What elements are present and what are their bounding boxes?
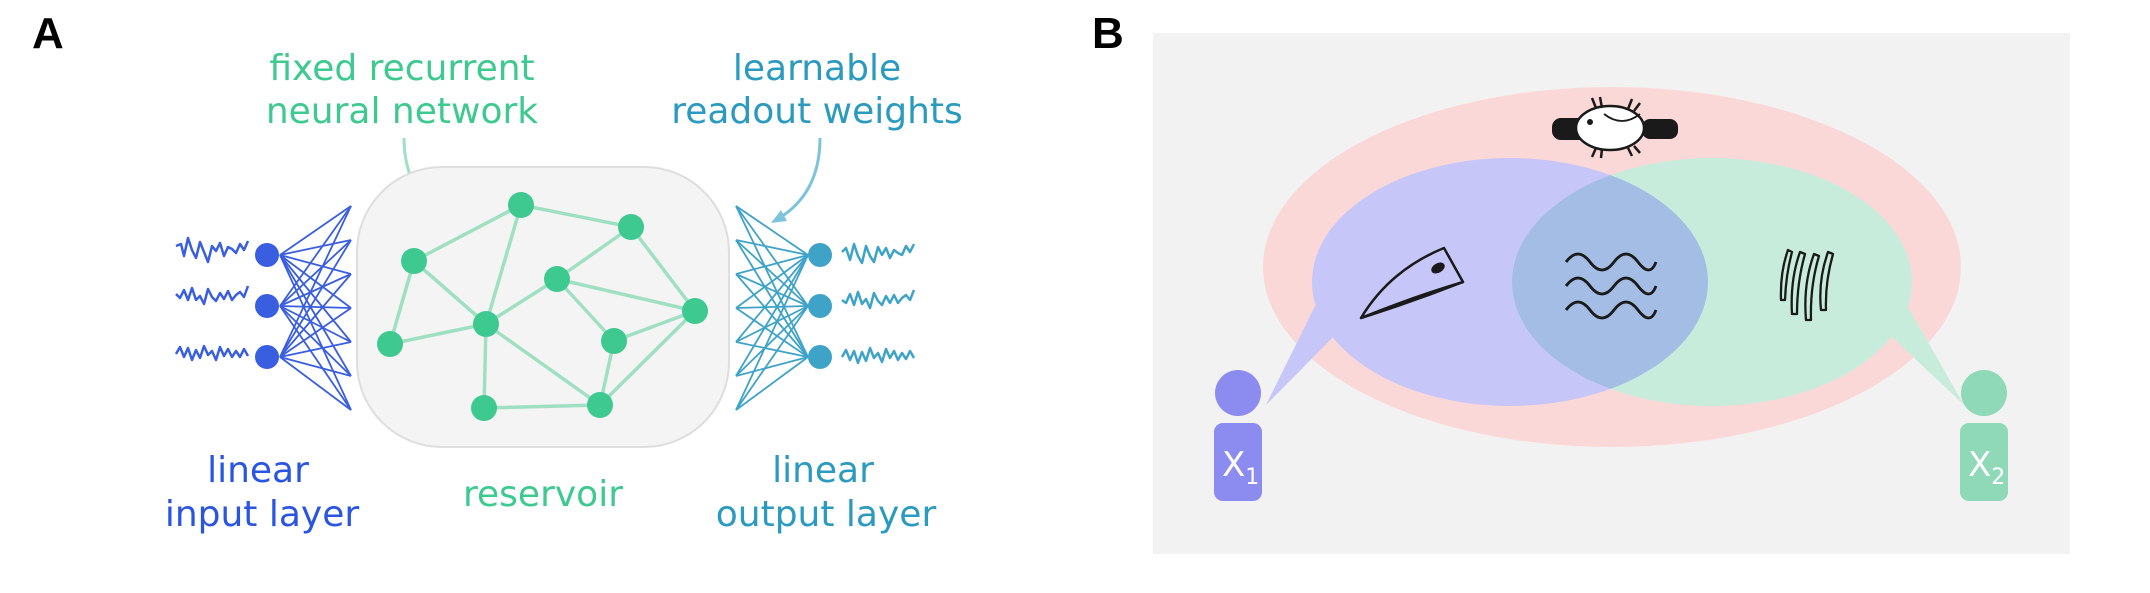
readout-weights <box>735 205 809 411</box>
claws-icon <box>1779 248 1835 322</box>
agent-2: X2 <box>1960 370 2008 501</box>
reservoir-node <box>508 192 534 218</box>
input-node <box>255 243 279 267</box>
input-layer-label-line2: input layer <box>165 494 360 535</box>
agent-1-body <box>1214 423 1262 501</box>
bill-icon <box>1359 246 1465 320</box>
readout-caption-arrowhead <box>771 210 787 223</box>
input-signal-1 <box>175 236 250 264</box>
reservoir-caption-line2: neural network <box>266 91 538 132</box>
readout-caption-line2: readout weights <box>671 91 963 132</box>
platypus-icon <box>1552 96 1678 159</box>
output-signals <box>840 242 916 365</box>
input-nodes <box>255 243 279 369</box>
agent-2-name: X <box>1968 445 1991 485</box>
reservoir-node <box>544 266 570 292</box>
agent-2-head <box>1961 370 2007 416</box>
panel-b-letter: B <box>1092 9 1124 58</box>
agent-1-head <box>1215 370 1261 416</box>
reservoir-node <box>473 311 499 337</box>
reservoir-caption-line1: fixed recurrent <box>269 48 534 89</box>
output-node <box>808 345 832 369</box>
shared-overlap-region <box>1512 158 1708 406</box>
output-signal-3 <box>840 346 916 365</box>
output-layer-label-line1: linear <box>772 450 874 491</box>
reservoir-node <box>401 248 427 274</box>
panel-a-letter: A <box>32 9 64 58</box>
input-node <box>255 345 279 369</box>
output-node <box>808 243 832 267</box>
panel-a: A fixed recurrent neural network learnab… <box>32 9 963 535</box>
reservoir-nodes <box>377 192 708 421</box>
agent-2-subscript: 2 <box>1991 465 2005 490</box>
input-signals <box>174 236 250 362</box>
agent-1-subscript: 1 <box>1245 465 1259 490</box>
output-signal-1 <box>841 242 916 265</box>
output-layer-label-line2: output layer <box>716 494 937 535</box>
agent-2-body <box>1960 423 2008 501</box>
output-signal-2 <box>841 289 916 310</box>
reservoir-edges <box>388 203 697 410</box>
readout-caption-line1: learnable <box>733 48 901 89</box>
agent-2-label: X2 <box>1968 445 2005 490</box>
waves-icon <box>1564 252 1658 320</box>
readout-caption-arrow <box>775 137 822 222</box>
input-node <box>255 294 279 318</box>
reservoir-node <box>682 298 708 324</box>
reservoir-node <box>618 214 644 240</box>
input-signal-2 <box>175 285 250 306</box>
input-weights <box>279 205 352 411</box>
panel-b: B <box>1092 9 2070 554</box>
reservoir-node <box>601 328 627 354</box>
reservoir-label: reservoir <box>463 474 623 515</box>
agent-1: X1 <box>1214 370 1262 501</box>
reservoir-node <box>471 395 497 421</box>
input-layer-label-line1: linear <box>207 450 309 491</box>
reservoir-node <box>377 331 403 357</box>
output-node <box>808 294 832 318</box>
input-signal-3 <box>174 344 250 362</box>
agent-1-label: X1 <box>1222 445 1259 490</box>
reservoir-node <box>587 392 613 418</box>
agent-1-name: X <box>1222 445 1245 485</box>
output-nodes <box>808 243 832 369</box>
